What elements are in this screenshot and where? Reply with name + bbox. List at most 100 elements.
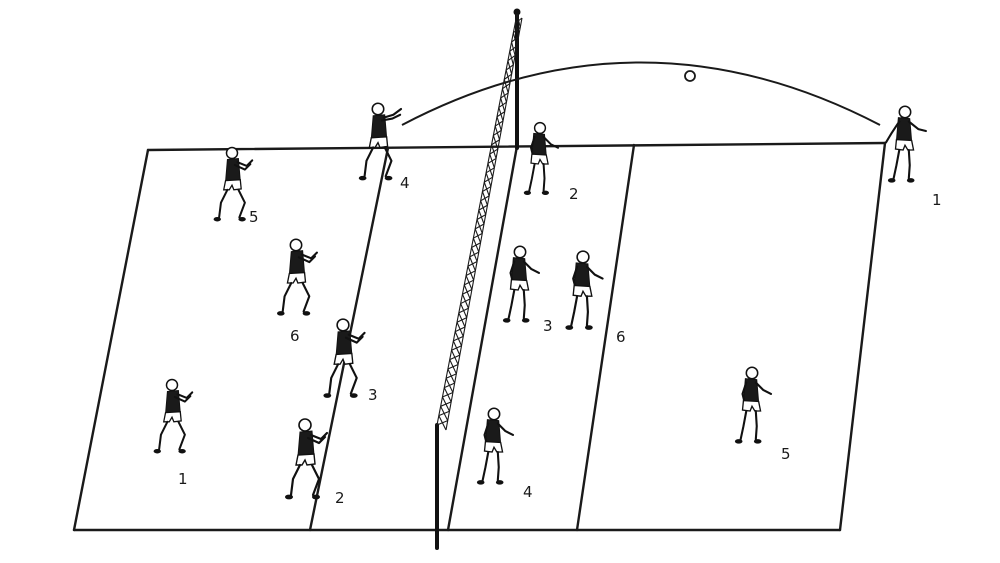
player-arm <box>233 163 252 171</box>
net-mesh-strand <box>467 260 478 267</box>
player-leg <box>542 163 546 192</box>
player-number-left-6: 6 <box>290 327 300 345</box>
net-mesh-strand <box>505 64 514 71</box>
court-lines <box>72 141 887 532</box>
net-mesh-strand <box>476 214 486 220</box>
net-mesh-strand <box>453 335 464 342</box>
player-left-3 <box>323 318 366 398</box>
player-foot <box>541 190 549 195</box>
net-mesh-strand <box>454 326 466 333</box>
player-arm <box>344 335 364 344</box>
net-mesh-strand <box>507 55 516 62</box>
net-mesh-strand <box>491 139 500 146</box>
net-mesh-strand <box>456 317 467 323</box>
player-shorts <box>222 178 242 191</box>
net-mesh-strand <box>464 279 474 286</box>
net-mesh-strand <box>485 167 495 174</box>
net-mesh-strand <box>482 186 492 192</box>
net-mesh-strand <box>440 401 452 407</box>
right-attack-line <box>575 143 636 532</box>
player-leg <box>507 288 516 320</box>
player-leg <box>363 146 375 178</box>
net-mesh-strand <box>473 232 483 239</box>
player-foot <box>906 178 915 183</box>
player-leg <box>481 450 490 482</box>
player-arm <box>309 431 329 441</box>
player-leg <box>310 463 321 497</box>
players-layer <box>153 102 927 500</box>
player-leg <box>328 363 340 395</box>
net-mesh-strand <box>438 410 450 417</box>
player-foot <box>285 494 293 500</box>
player-foot <box>523 190 531 195</box>
player-leg <box>158 420 169 451</box>
net-mesh-strand <box>513 26 521 34</box>
player-leg <box>177 420 186 451</box>
net-mesh-strand <box>447 363 459 370</box>
player-leg <box>348 363 358 395</box>
player-right-4 <box>476 407 515 485</box>
player-leg <box>218 188 229 219</box>
net-mesh-strand <box>496 111 506 118</box>
player-left-1 <box>153 378 194 454</box>
net-mesh-strand <box>444 382 455 389</box>
player-leg <box>281 281 293 313</box>
player-foot <box>734 439 743 444</box>
player-head <box>745 366 759 380</box>
player-left-2 <box>285 418 329 500</box>
net-mesh-strand <box>487 157 497 164</box>
player-head <box>487 407 501 421</box>
player-number-right-4: 4 <box>523 483 533 501</box>
player-leg <box>522 288 526 320</box>
net-mesh-strand <box>511 36 519 43</box>
player-arm <box>380 113 402 122</box>
player-foot <box>495 480 504 485</box>
court-right-endline <box>838 141 887 532</box>
player-number-right-5: 5 <box>781 445 791 463</box>
player-head <box>898 105 912 119</box>
player-foot <box>521 318 530 323</box>
player-arm <box>300 251 318 260</box>
player-foot <box>312 494 320 500</box>
player-foot <box>502 318 511 323</box>
net-mesh-strand <box>436 420 448 426</box>
player-right-2 <box>523 121 559 195</box>
player-number-left-4: 4 <box>400 174 410 192</box>
net-mesh-strand <box>494 120 504 127</box>
player-shorts <box>295 453 316 466</box>
player-foot <box>153 449 161 454</box>
net-mesh-strand <box>503 73 512 80</box>
player-foot <box>476 480 485 485</box>
player-foot <box>349 393 358 398</box>
net-mesh-strand <box>460 298 471 305</box>
player-number-right-6: 6 <box>616 328 626 346</box>
player-shorts <box>333 352 354 365</box>
net-mesh-strand <box>474 223 485 230</box>
player-leg <box>496 450 500 482</box>
player-foot <box>302 311 311 316</box>
player-leg <box>907 148 911 180</box>
court-center-line <box>446 144 519 532</box>
player-right-6 <box>565 250 604 330</box>
player-arm <box>306 435 327 445</box>
net-mesh-strand <box>498 101 507 108</box>
player-head <box>298 418 312 432</box>
player-foot <box>565 325 574 330</box>
player-leg <box>739 409 748 441</box>
player-arm <box>572 265 579 288</box>
player-shorts <box>741 399 762 412</box>
player-head <box>165 378 179 392</box>
player-leg <box>301 281 311 313</box>
player-shorts <box>162 410 182 423</box>
player-shorts <box>530 153 549 165</box>
net-mesh-strand <box>462 289 473 295</box>
player-head <box>225 146 239 160</box>
net-mesh-strand <box>465 270 476 277</box>
net-mesh-strand <box>489 148 499 155</box>
player-arm <box>297 255 317 264</box>
player-right-3 <box>502 245 541 323</box>
player-number-left-3: 3 <box>368 386 378 404</box>
player-arm <box>176 391 194 399</box>
